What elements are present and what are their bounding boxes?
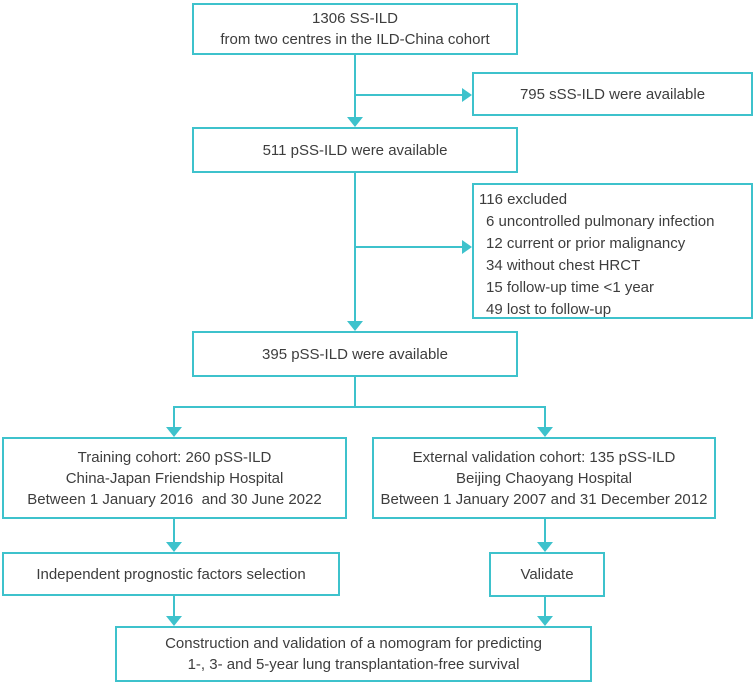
- node-training-cohort: Training cohort: 260 pSS-ILD China-Japan…: [2, 437, 347, 519]
- arrowhead-right-icon: [462, 88, 472, 102]
- node-text: Between 1 January 2007 and 31 December 2…: [380, 490, 708, 508]
- connector-line: [354, 55, 356, 118]
- arrowhead-down-icon: [166, 542, 182, 552]
- node-validate: Validate: [489, 552, 605, 597]
- node-sss-ild-available: 795 sSS-ILD were available: [472, 72, 753, 116]
- excluded-item: 49 lost to follow-up: [486, 301, 612, 318]
- connector-line: [354, 377, 356, 408]
- node-text: 795 sSS-ILD were available: [519, 85, 706, 103]
- node-pss-ild-511: 511 pSS-ILD were available: [192, 127, 518, 173]
- node-nomogram: Construction and validation of a nomogra…: [115, 626, 592, 682]
- node-text: Between 1 January 2016 and 30 June 2022: [27, 490, 322, 508]
- excluded-item: 6 uncontrolled pulmonary infection: [486, 213, 715, 230]
- arrowhead-down-icon: [537, 427, 553, 437]
- node-prognostic-factors: Independent prognostic factors selection: [2, 552, 340, 596]
- connector-line: [354, 94, 462, 96]
- node-text: from two centres in the ILD-China cohort: [220, 31, 490, 48]
- connector-line: [173, 596, 175, 617]
- node-text: Independent prognostic factors selection: [36, 565, 306, 583]
- connector-line: [173, 406, 175, 428]
- connector-line: [544, 406, 546, 428]
- node-text: Beijing Chaoyang Hospital: [456, 469, 632, 487]
- connector-line: [544, 519, 546, 543]
- node-text: External validation cohort: 135 pSS-ILD: [412, 448, 676, 466]
- node-text: 1-, 3- and 5-year lung transplantation-f…: [187, 656, 520, 673]
- node-text: 1306 SS-ILD: [312, 10, 398, 27]
- arrowhead-down-icon: [347, 117, 363, 127]
- node-text: 395 pSS-ILD were available: [262, 345, 448, 363]
- excluded-item: 34 without chest HRCT: [486, 257, 641, 274]
- node-text: Construction and validation of a nomogra…: [165, 635, 542, 652]
- connector-line: [354, 246, 462, 248]
- node-text: Training cohort: 260 pSS-ILD: [77, 448, 272, 466]
- node-text: China-Japan Friendship Hospital: [65, 469, 284, 487]
- excluded-title: 116 excluded: [479, 191, 568, 208]
- node-text: Validate: [520, 566, 574, 583]
- node-excluded: 116 excluded 6 uncontrolled pulmonary in…: [472, 183, 753, 319]
- arrowhead-down-icon: [166, 427, 182, 437]
- excluded-item: 12 current or prior malignancy: [486, 235, 686, 252]
- node-text: 511 pSS-ILD were available: [262, 141, 448, 159]
- arrowhead-down-icon: [537, 616, 553, 626]
- connector-line: [544, 597, 546, 617]
- excluded-item: 15 follow-up time <1 year: [486, 279, 655, 296]
- arrowhead-down-icon: [537, 542, 553, 552]
- node-pss-ild-395: 395 pSS-ILD were available: [192, 331, 518, 377]
- node-validation-cohort: External validation cohort: 135 pSS-ILD …: [372, 437, 716, 519]
- arrowhead-right-icon: [462, 240, 472, 254]
- connector-line: [173, 406, 546, 408]
- arrowhead-down-icon: [166, 616, 182, 626]
- arrowhead-down-icon: [347, 321, 363, 331]
- connector-line: [173, 519, 175, 543]
- node-total-cohort: 1306 SS-ILD from two centres in the ILD-…: [192, 3, 518, 55]
